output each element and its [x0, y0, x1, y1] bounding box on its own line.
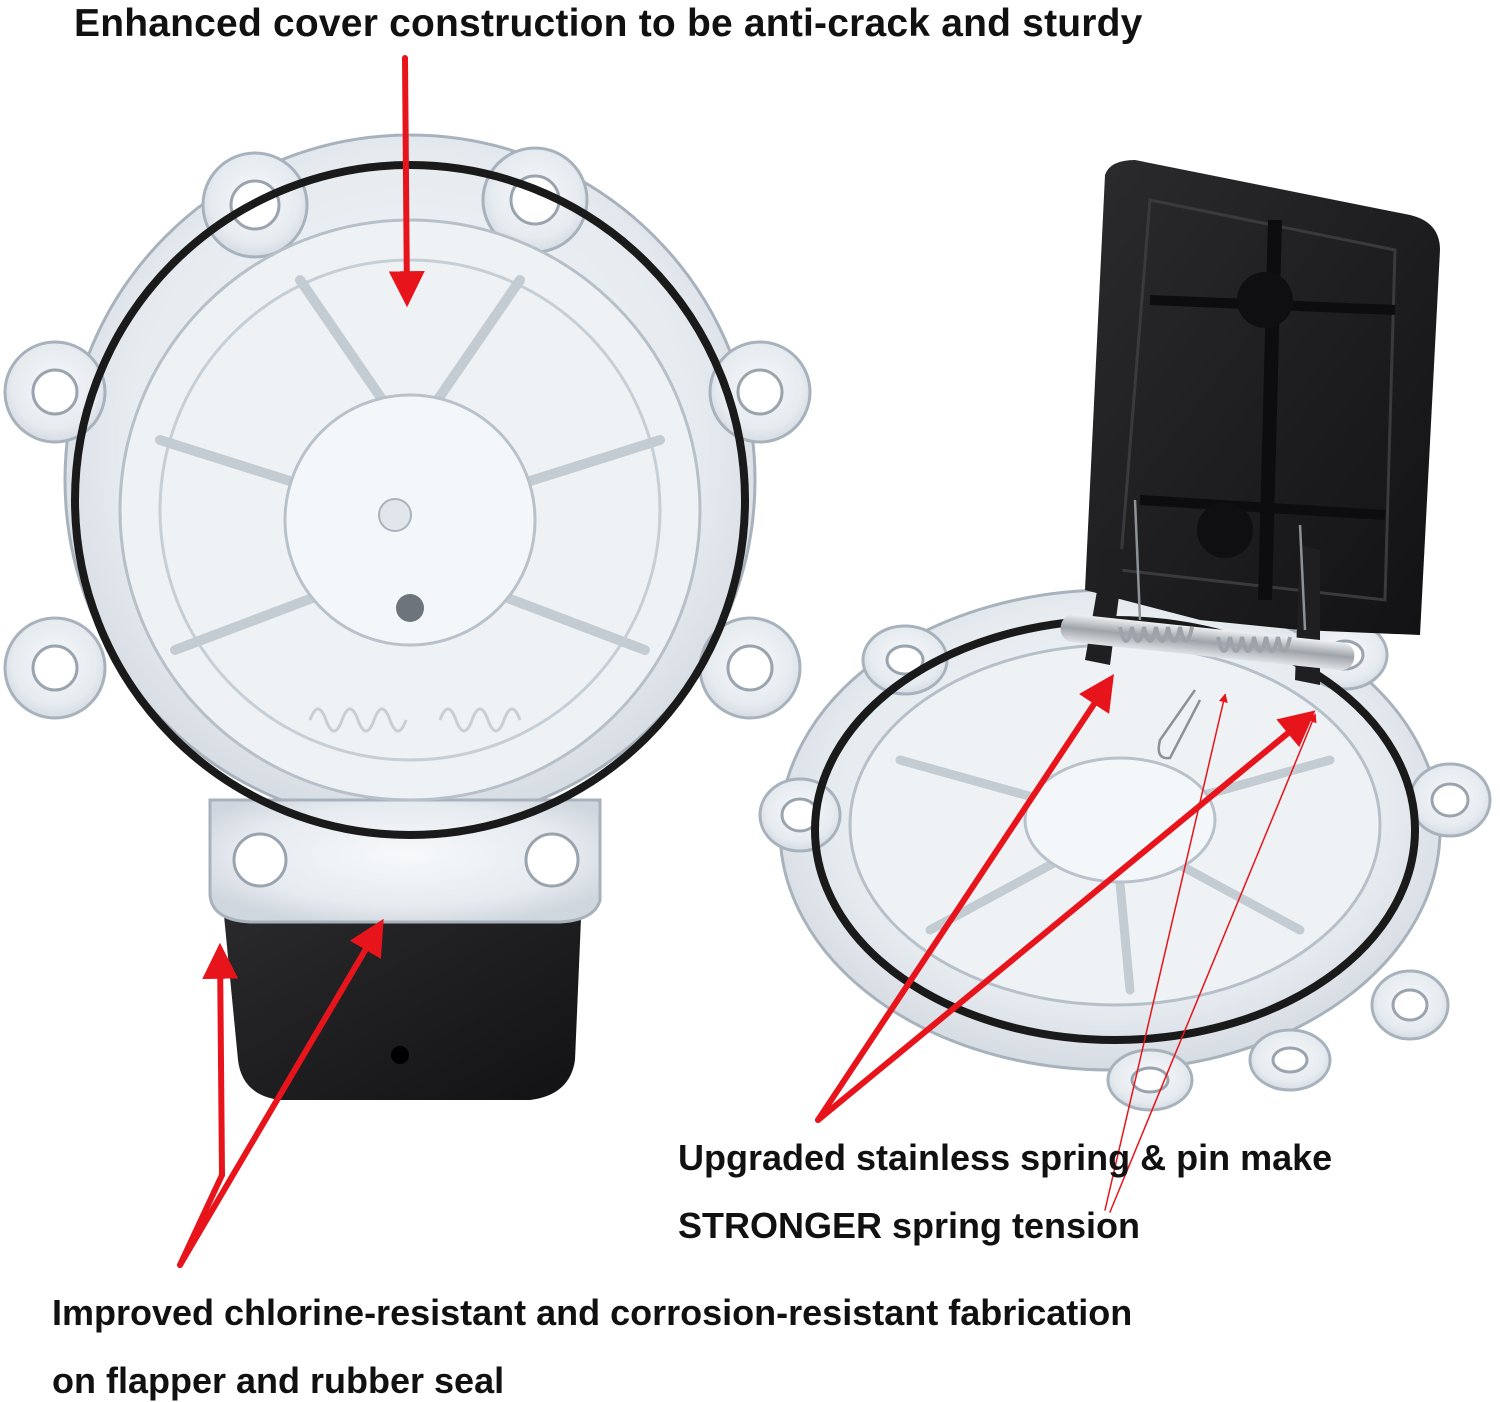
arrow-pin [815, 710, 1316, 1123]
arrow-thin-pin [1109, 713, 1317, 1213]
arrow-flapper-edge [202, 942, 239, 1178]
lid-hub-angled [1023, 756, 1217, 884]
spring-wires [1133, 499, 1307, 760]
valve-angled-view [758, 160, 1492, 1112]
arrow-spring [815, 674, 1114, 1123]
caption-spring-line-2: STRONGER spring tension [678, 1205, 1141, 1246]
valve-front-view [3, 133, 812, 1100]
bolt-holes-angled [780, 639, 1470, 1094]
callout-arrows [177, 55, 1317, 1268]
caption-seal-line-2: on flapper and rubber seal [52, 1360, 505, 1401]
rubber-flapper [222, 895, 582, 1100]
springs-through-lid [308, 707, 522, 733]
flapper-hole-bottom [391, 1046, 409, 1064]
stainless-springs [1118, 626, 1292, 653]
caption-seal-line-1: Improved chlorine-resistant and corrosio… [52, 1292, 1133, 1333]
arrow-flapper-hole [177, 918, 384, 1268]
arrow-cover [388, 55, 425, 308]
o-ring-front [71, 161, 749, 839]
caption-cover-construction: Enhanced cover construction to be anti-c… [74, 2, 1143, 45]
caption-spring-line-1: Upgraded stainless spring & pin make [678, 1137, 1333, 1178]
arrow-thin-spring [1104, 693, 1228, 1211]
